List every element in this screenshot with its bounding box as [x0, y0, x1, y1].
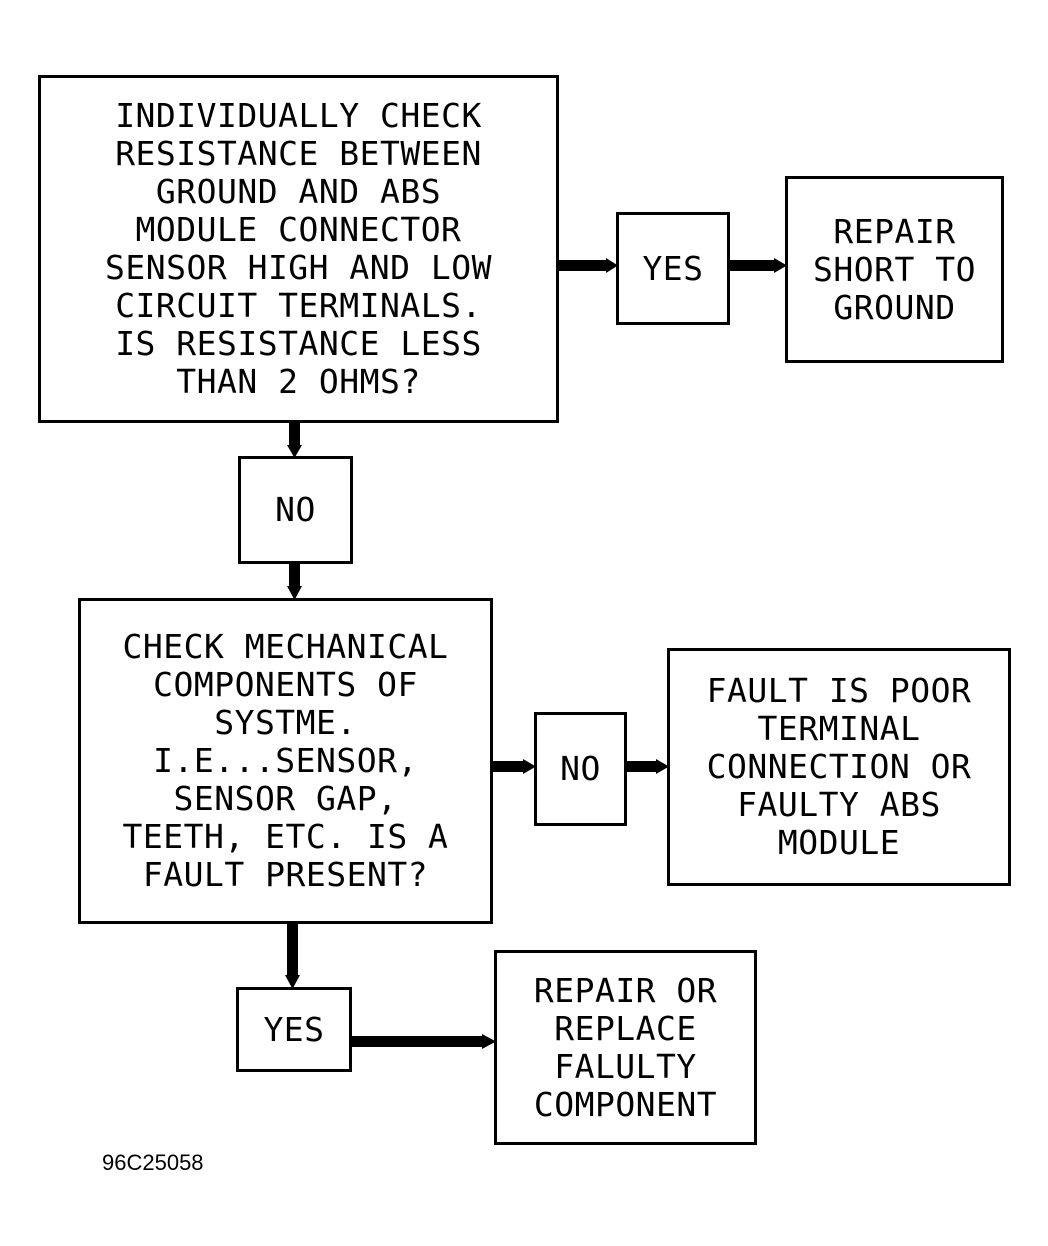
yes-decision-label-1: YES: [642, 248, 704, 288]
arrow-check-to-no-shaft: [289, 421, 300, 447]
no-decision-label-1: NO: [275, 490, 316, 529]
repair-short-box: REPAIR SHORT TO GROUND: [785, 176, 1004, 363]
arrow-check-to-yes-head: [606, 258, 618, 273]
arrow-check-to-no-head: [287, 445, 302, 458]
arrow-yes-to-repair-shaft: [728, 260, 776, 271]
arrow-yes-to-replace-shaft: [350, 1036, 484, 1047]
repair-replace-text: REPAIR OR REPLACE FALULTY COMPONENT: [533, 970, 718, 1124]
yes-decision-box-1: YES: [616, 212, 730, 325]
arrow-mechanical-to-no-head: [523, 759, 536, 774]
yes-decision-box-2: YES: [236, 987, 352, 1072]
arrow-no-to-mechanical-shaft: [289, 562, 300, 588]
no-decision-box-1: NO: [238, 456, 353, 564]
check-resistance-box: INDIVIDUALLY CHECK RESISTANCE BETWEEN GR…: [38, 75, 559, 423]
no-decision-label-2: NO: [560, 749, 601, 788]
arrow-no-to-fault-shaft: [625, 761, 658, 772]
arrow-yes-to-replace-head: [482, 1034, 496, 1049]
arrow-check-to-yes-shaft: [558, 260, 608, 271]
check-resistance-text: INDIVIDUALLY CHECK RESISTANCE BETWEEN GR…: [105, 96, 492, 401]
figure-id: 96C25058: [102, 1150, 204, 1175]
repair-short-text: REPAIR SHORT TO GROUND: [813, 211, 976, 327]
arrow-mechanical-to-yes-shaft: [287, 922, 298, 977]
no-decision-box-2: NO: [534, 712, 627, 826]
yes-decision-label-2: YES: [263, 1009, 325, 1049]
check-mechanical-box: CHECK MECHANICAL COMPONENTS OF SYSTME. I…: [78, 598, 493, 924]
fault-poor-terminal-text: FAULT IS POOR TERMINAL CONNECTION OR FAU…: [706, 671, 972, 862]
fault-poor-terminal-box: FAULT IS POOR TERMINAL CONNECTION OR FAU…: [667, 648, 1011, 886]
arrow-yes-to-repair-head: [774, 258, 787, 273]
repair-replace-box: REPAIR OR REPLACE FALULTY COMPONENT: [494, 950, 757, 1145]
arrow-no-to-fault-head: [656, 759, 669, 774]
check-mechanical-text: CHECK MECHANICAL COMPONENTS OF SYSTME. I…: [122, 627, 449, 894]
arrow-mechanical-to-no-shaft: [491, 761, 525, 772]
arrow-no-to-mechanical-head: [287, 586, 302, 600]
arrow-mechanical-to-yes-head: [285, 975, 300, 989]
